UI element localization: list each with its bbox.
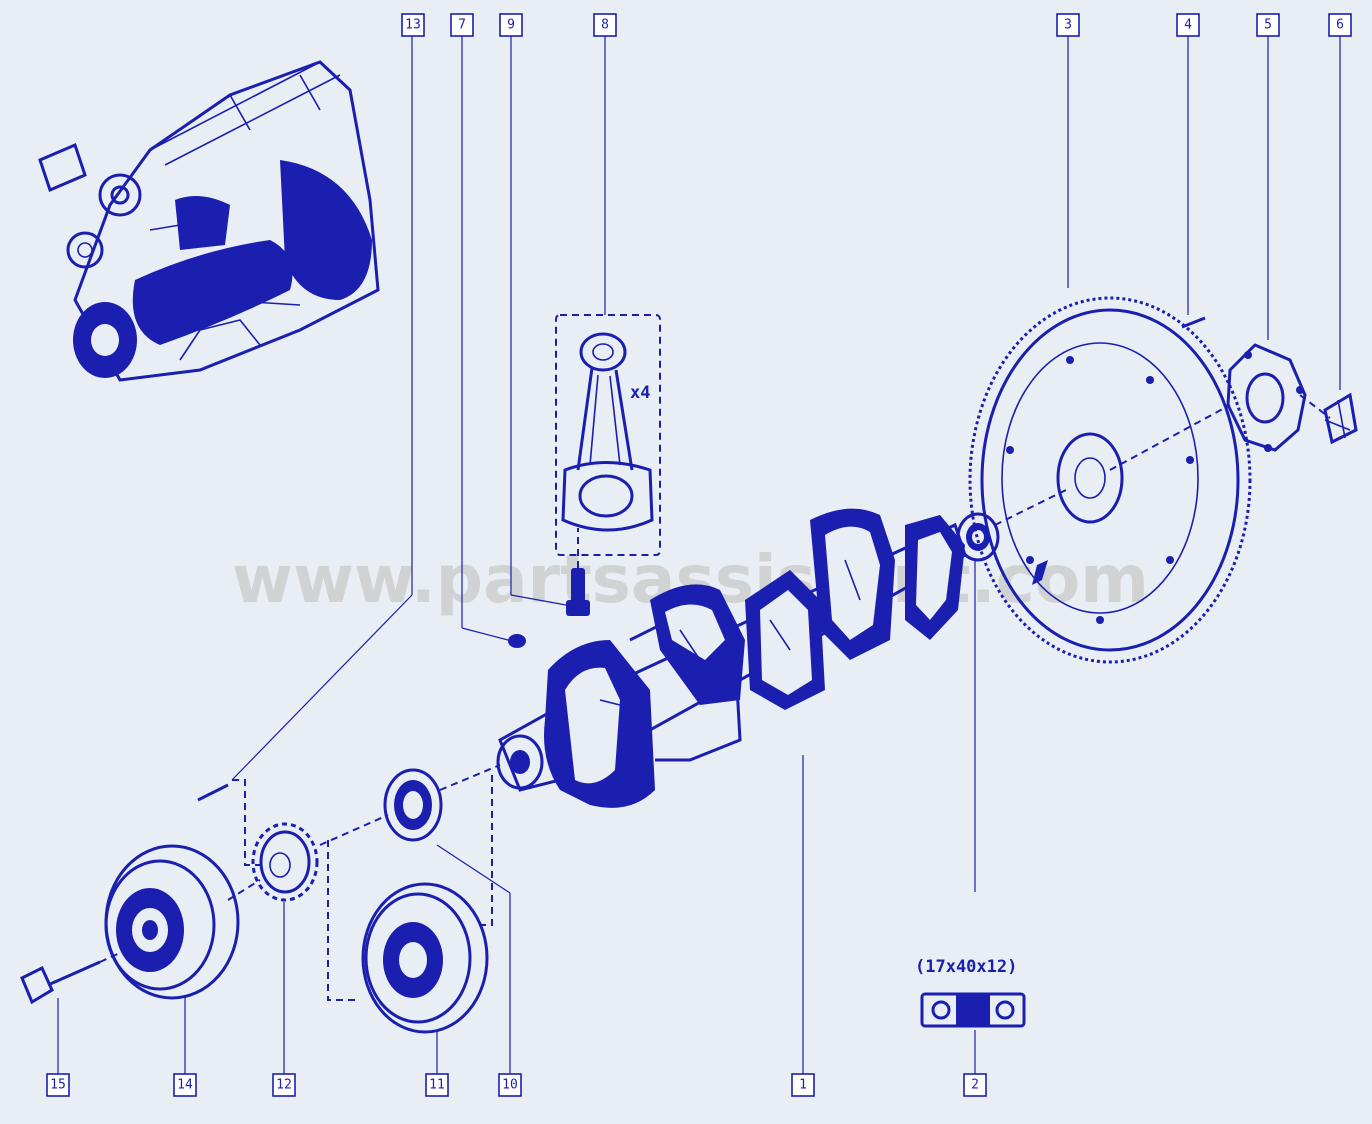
callout-10[interactable]: 10 [498,1073,522,1097]
callout-12[interactable]: 12 [272,1073,296,1097]
pilot-bearing-part-2: (17x40x12) [915,512,1026,1028]
svg-text:8: 8 [601,18,609,33]
callout-7[interactable]: 7 [450,13,474,37]
svg-text:7: 7 [458,18,466,33]
connecting-rod-part-8: x4 [555,314,661,556]
svg-text:6: 6 [1336,18,1344,33]
svg-text:14: 14 [177,1078,193,1093]
svg-text:12: 12 [276,1078,292,1093]
svg-text:3: 3 [1064,18,1072,33]
svg-text:15: 15 [50,1078,66,1093]
callout-2[interactable]: 2 [963,1073,987,1097]
bearing-size-label: (17x40x12) [915,957,1017,977]
svg-text:2: 2 [971,1078,979,1093]
callout-3[interactable]: 3 [1056,13,1080,37]
bearing-shell-part-7 [508,634,526,648]
crank-pulley-part-11 [361,882,489,1034]
callout-14[interactable]: 14 [173,1073,197,1097]
leader-lines [57,36,1341,1074]
svg-text:13: 13 [405,18,421,33]
svg-text:10: 10 [502,1078,518,1093]
svg-text:11: 11 [429,1078,445,1093]
callout-9[interactable]: 9 [499,13,523,37]
dowel-pin-part-4 [1181,316,1206,329]
assembly-axes [99,394,1331,1001]
svg-text:1: 1 [799,1078,807,1093]
svg-text:9: 9 [507,18,515,33]
conrod-bolt-part-9 [566,568,590,616]
crankshaft-part-1 [496,508,967,808]
key-part-13 [197,783,229,802]
callout-4[interactable]: 4 [1176,13,1200,37]
rod-quantity-label: x4 [630,383,650,403]
callout-15[interactable]: 15 [46,1073,70,1097]
flywheel-part-3 [968,296,1252,664]
timing-sprocket-part-12 [251,822,319,902]
oil-seal-part-10 [383,768,443,842]
engine-overview-illustration [38,60,380,382]
callout-11[interactable]: 11 [425,1073,449,1097]
callout-1[interactable]: 1 [791,1073,815,1097]
svg-text:5: 5 [1264,18,1272,33]
callout-8[interactable]: 8 [593,13,617,37]
callout-13[interactable]: 13 [401,13,425,37]
flywheel-bolt-part-6 [1323,392,1358,445]
damper-pulley-part-14 [104,844,240,1000]
svg-text:4: 4 [1184,18,1192,33]
callout-6[interactable]: 6 [1328,13,1352,37]
flywheel-plate-part-5 [1226,343,1307,452]
callout-5[interactable]: 5 [1256,13,1280,37]
pulley-bolt-part-15 [20,960,101,1005]
